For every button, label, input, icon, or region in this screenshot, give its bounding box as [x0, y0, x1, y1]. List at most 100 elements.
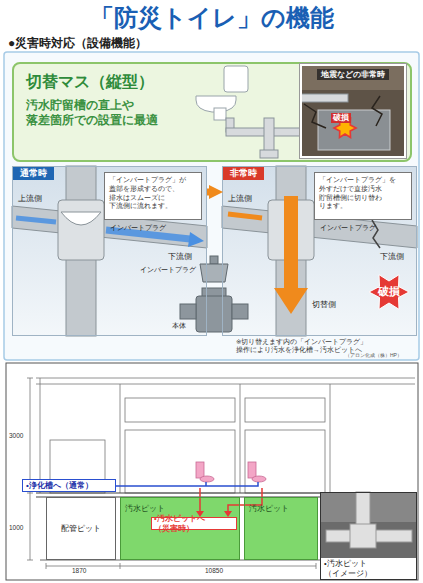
earthquake-inset [300, 64, 406, 158]
pit-photo [320, 492, 417, 580]
drain-pipe [226, 118, 300, 158]
drain-line-normal [110, 482, 258, 490]
earthquake-inset [300, 94, 348, 102]
box-body: 汚水貯留槽の直上や 落差箇所での設置に最適 [26, 98, 176, 128]
damage-tag: 破損 [331, 113, 351, 123]
drain-pipe [260, 150, 278, 158]
dimension: 10850 [205, 567, 223, 575]
source-note: （アロン化成（株）HP） [345, 352, 402, 358]
flow-arrow-normal [106, 230, 190, 239]
building-section [245, 430, 325, 493]
pipe-normal [12, 166, 207, 336]
building-section [125, 398, 235, 422]
route-label-box: •浄化槽へ（通常） [22, 479, 116, 492]
box-heading: •浄化槽へ（通常） [26, 481, 93, 491]
pit-fill [120, 497, 240, 560]
box-heading: 「インバートプラグ」を 外すだけで直接汚水 貯留槽側に切り替わ ります。 [319, 176, 407, 211]
toilet-symbol [196, 462, 266, 482]
pit-box: 配管ピット [46, 497, 116, 560]
feature-panel: 切替マス（縦型） 汚水貯留槽の直上や 落差箇所での設置に最適 地震などの非常時 [12, 62, 412, 162]
flow-arrow-emergency [274, 288, 308, 314]
dimension: 1000 [9, 524, 23, 532]
box-heading: 非常時 [223, 167, 264, 180]
damage-tag: 破損 [378, 285, 400, 299]
part-label: インバートプラグ [140, 266, 196, 275]
flow-arrow-normal [188, 232, 204, 247]
drain-line-normal [205, 482, 207, 486]
building-section [36, 378, 415, 384]
box-heading: •汚水ピット（イメージ） [321, 558, 416, 579]
part-label: 上流側 [228, 194, 252, 203]
page-title: 「防災トイレ」の機能 [0, 4, 423, 33]
panel-fill [222, 166, 417, 336]
invert-plug-product [232, 304, 248, 319]
invert-plug-product [210, 256, 218, 264]
flow-arrow-emergency [228, 196, 308, 314]
box-heading: 汚水ピット [125, 504, 165, 514]
photo-box: •汚水ピット（イメージ） [320, 492, 417, 580]
building-section [27, 378, 415, 569]
building-section [245, 398, 325, 422]
state-panel: 通常時「インバートプラグ」が 蓋部を形成するので、 排水はスムーズに 下流側に流… [12, 166, 207, 336]
part-label: 切替側 [312, 300, 336, 309]
panel-fill [12, 166, 207, 336]
part-label: 上流側 [18, 194, 42, 203]
inset-photo: 地震などの非常時 [300, 64, 406, 158]
earthquake-inset [318, 110, 390, 150]
box-heading: 「インバートプラグ」が 蓋部を形成するので、 排水はスムーズに 下流側に流れます… [109, 176, 197, 211]
drain-line-normal [116, 482, 258, 486]
panel-fill [12, 62, 412, 162]
callout-box: 「インバートプラグ」を 外すだけで直接汚水 貯留槽側に切り替わ ります。 [314, 172, 412, 220]
pit-photo [320, 492, 417, 580]
box-heading: 汚水ピット [249, 504, 289, 514]
section-heading: ●災害時対応（設備機能） [8, 36, 147, 51]
toilet-symbol [200, 476, 214, 482]
section-frame [6, 363, 418, 580]
toilet-symbol [248, 462, 256, 478]
building-section [46, 563, 316, 569]
toilet-illustration [224, 66, 248, 92]
invert-plug-product [196, 296, 232, 332]
pit-fill [244, 497, 318, 560]
box-heading: •汚水ピットへ（災害時） [154, 514, 234, 533]
pit-photo [350, 524, 376, 548]
box-heading: 配管ピット [61, 524, 101, 534]
box-heading: 通常時 [13, 167, 54, 180]
callout-box: 「インバートプラグ」が 蓋部を形成するので、 排水はスムーズに 下流側に流れます… [104, 172, 202, 220]
note-text: ※切り替えます内の「インバートプラグ」 操作により汚水を浄化槽→汚水ピットへ [236, 338, 416, 354]
toilet-symbol [196, 462, 204, 478]
pipe-normal [66, 258, 96, 336]
flow-arrow-emergency [228, 214, 262, 218]
toilet-illustration [214, 108, 226, 120]
flow-arrow-normal [16, 218, 204, 247]
drain-pipe [264, 118, 274, 152]
state-panel: 非常時「インバートプラグ」を 外すだけで直接汚水 貯留槽側に切り替わ ります。 [222, 166, 417, 336]
building-section [40, 378, 330, 493]
dimension: 1870 [72, 567, 86, 575]
earthquake-inset [300, 64, 406, 158]
invert-plug-product [200, 264, 228, 282]
flow-arrow-normal [16, 218, 56, 222]
pit-photo [326, 492, 412, 548]
pit-box: 汚水ピット [244, 497, 318, 560]
part-label: 下流側 [380, 252, 404, 261]
toilet-symbol [252, 476, 266, 482]
pipe-emergency [222, 166, 417, 336]
building-section [125, 430, 235, 493]
pipe-normal [61, 212, 101, 225]
flow-arrow [207, 189, 213, 196]
damage-burst [369, 275, 409, 310]
box-heading: 切替マス（縦型） [26, 72, 154, 92]
earthquake-inset [300, 64, 406, 90]
toilet-illustration [196, 66, 248, 120]
pit-box: 汚水ピット •汚水ピットへ（災害時） [120, 497, 240, 560]
part-label: インバートプラグ [320, 224, 376, 233]
box-heading: 地震などの非常時 [317, 69, 389, 80]
part-label: インバートプラグ [110, 224, 166, 233]
dimension: 3000 [9, 432, 23, 440]
route-label-box: •汚水ピットへ（災害時） [151, 517, 237, 530]
invert-plug-product [180, 304, 196, 319]
building-section [27, 378, 33, 560]
